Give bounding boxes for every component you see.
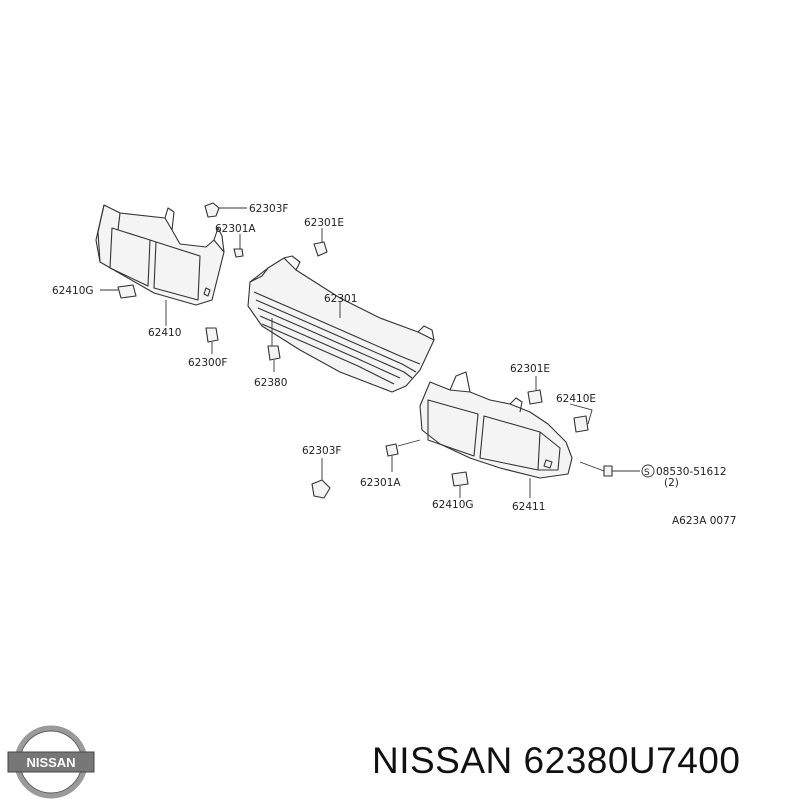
label-62300F: 62300F xyxy=(188,357,227,369)
label-62410: 62410 xyxy=(148,327,181,339)
right-headlamp-housing xyxy=(419,371,573,479)
label-62301A-top: 62301A xyxy=(215,223,256,235)
nissan-logo-text: NISSAN xyxy=(26,755,75,770)
label-62303F-bottom: 62303F xyxy=(302,445,341,457)
label-62303F-top: 62303F xyxy=(249,203,288,215)
screw-symbol-circle xyxy=(641,464,655,478)
label-screw-qty: (2) xyxy=(664,477,679,489)
screw-symbol-letter: S xyxy=(644,468,650,478)
label-62301E-right: 62301E xyxy=(510,363,550,375)
label-62410E: 62410E xyxy=(556,393,596,405)
label-screw-spec: 08530-51612 xyxy=(656,466,727,478)
label-62411: 62411 xyxy=(512,501,545,513)
label-62301E-top: 62301E xyxy=(304,217,344,229)
label-62410G-left: 62410G xyxy=(52,285,94,297)
nissan-logo: NISSAN xyxy=(7,725,95,799)
left-headlamp-housing xyxy=(95,204,225,306)
part-number-caption: NISSAN 62380U7400 xyxy=(372,740,741,781)
label-62301: 62301 xyxy=(324,293,357,305)
center-grille xyxy=(247,255,435,393)
label-62410G-bottom: 62410G xyxy=(432,499,474,511)
label-62380: 62380 xyxy=(254,377,287,389)
label-62301A-bottom: 62301A xyxy=(360,477,401,489)
drawing-code: A623A 0077 xyxy=(672,515,736,527)
fasteners xyxy=(100,202,640,499)
